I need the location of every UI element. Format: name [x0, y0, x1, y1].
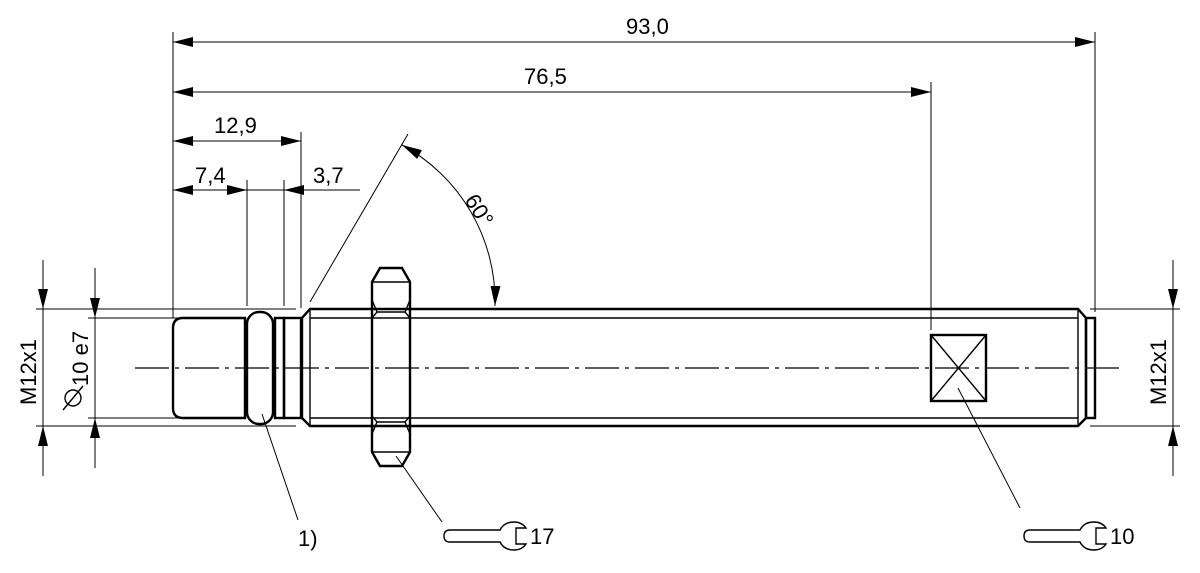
extension-lines	[36, 32, 1180, 427]
callout-wrench-nut: 17	[530, 524, 554, 549]
dim-thread-right: M12x1	[1146, 339, 1171, 405]
dimension-lines	[38, 37, 1178, 476]
angle-dimension	[309, 133, 501, 307]
dim-thread-left: M12x1	[16, 339, 41, 405]
sensor-front-cap	[171, 316, 247, 420]
hex-nut	[370, 266, 412, 468]
dim-thread-length: 76,5	[524, 64, 567, 89]
diameter-icon	[62, 385, 84, 411]
dim-diameter: 10 e7	[68, 331, 93, 386]
leader-lines	[261, 387, 1021, 523]
wrench-icon	[443, 521, 528, 551]
dim-total-length: 93,0	[626, 14, 669, 39]
callout-wrench-flat: 10	[1110, 524, 1134, 549]
dim-angle: 60°	[460, 189, 499, 230]
callout-note-ref: 1)	[298, 526, 318, 551]
dim-front-length: 7,4	[195, 163, 226, 188]
dim-head-length: 12,9	[214, 113, 257, 138]
wrench-icon	[1023, 521, 1108, 551]
dim-groove-length: 3,7	[313, 163, 344, 188]
